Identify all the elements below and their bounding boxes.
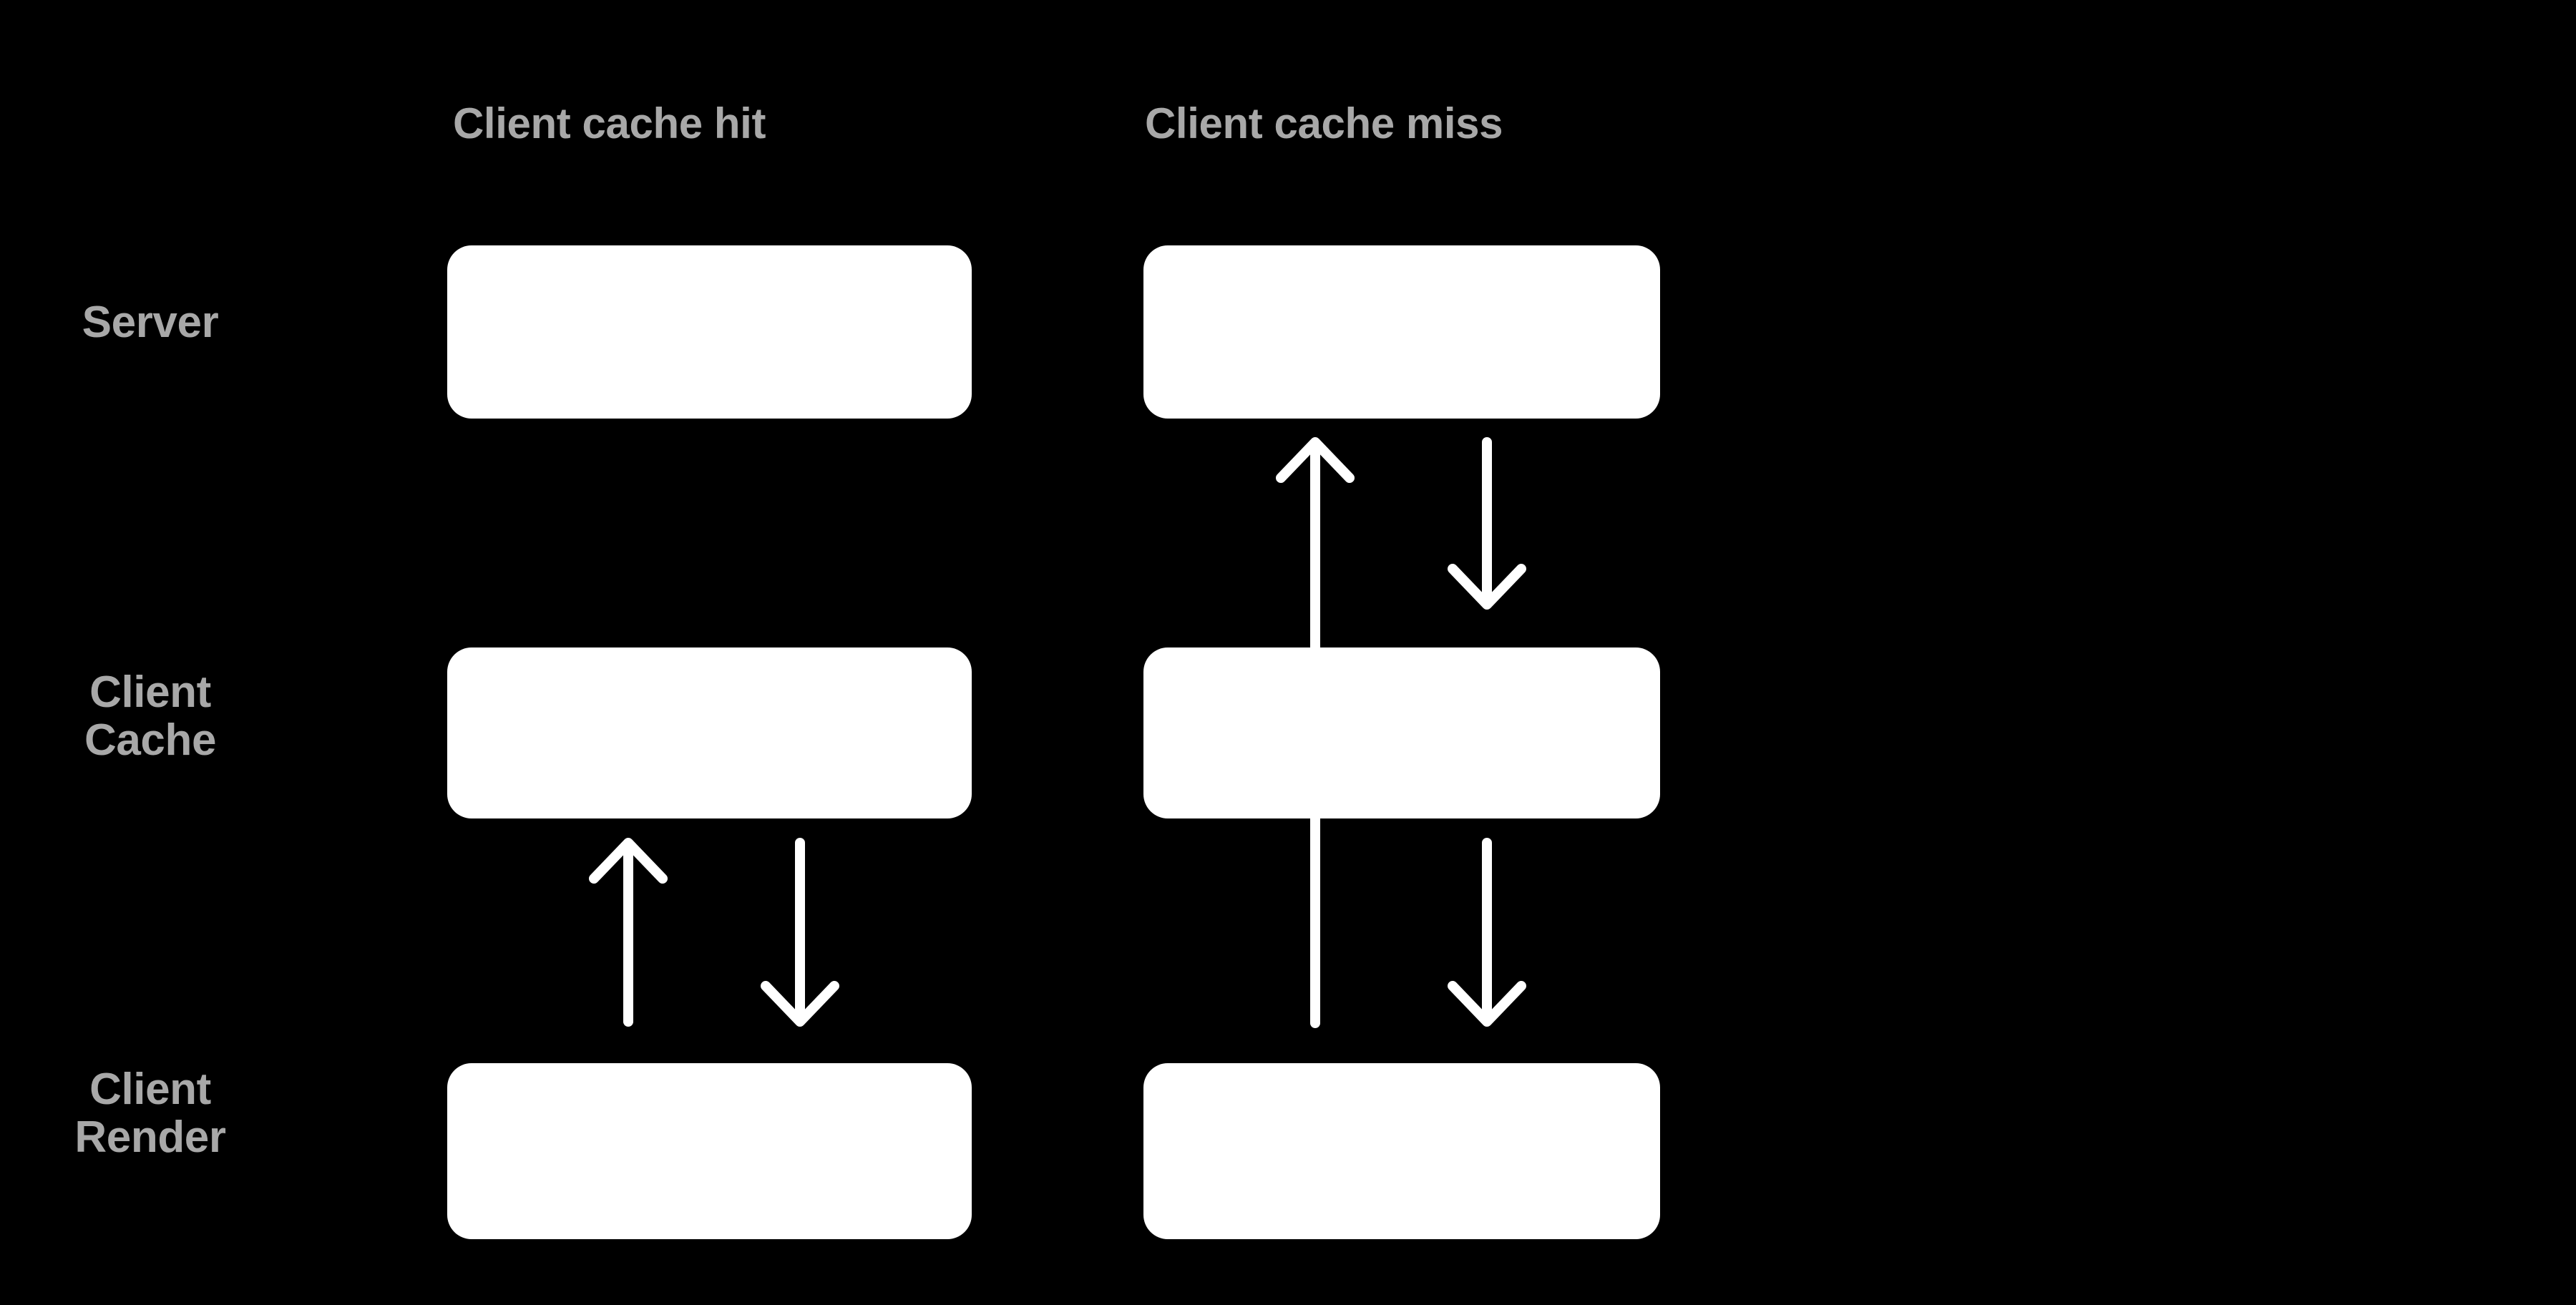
node-box-hit-server[interactable] (447, 245, 972, 419)
row-label-client-cache-line-1: Client (89, 668, 211, 717)
node-box-miss-server[interactable] (1143, 245, 1660, 419)
row-label-client-render: Client Render (0, 1065, 301, 1162)
row-label-client-render-line-2: Render (74, 1112, 226, 1162)
row-label-client-cache: Client Cache (0, 668, 301, 765)
node-box-miss-client-render[interactable] (1143, 1063, 1660, 1239)
node-box-hit-client-render[interactable] (447, 1063, 972, 1239)
row-label-server: Server (0, 298, 301, 347)
row-label-client-render-line-1: Client (89, 1065, 211, 1114)
column-header-cache-miss: Client cache miss (1145, 99, 1503, 147)
row-label-server-line-1: Server (82, 298, 219, 347)
row-label-client-cache-line-2: Cache (84, 715, 217, 765)
node-box-hit-client-cache[interactable] (447, 647, 972, 818)
column-header-cache-hit: Client cache hit (453, 99, 766, 147)
node-box-miss-client-cache[interactable] (1143, 647, 1660, 818)
